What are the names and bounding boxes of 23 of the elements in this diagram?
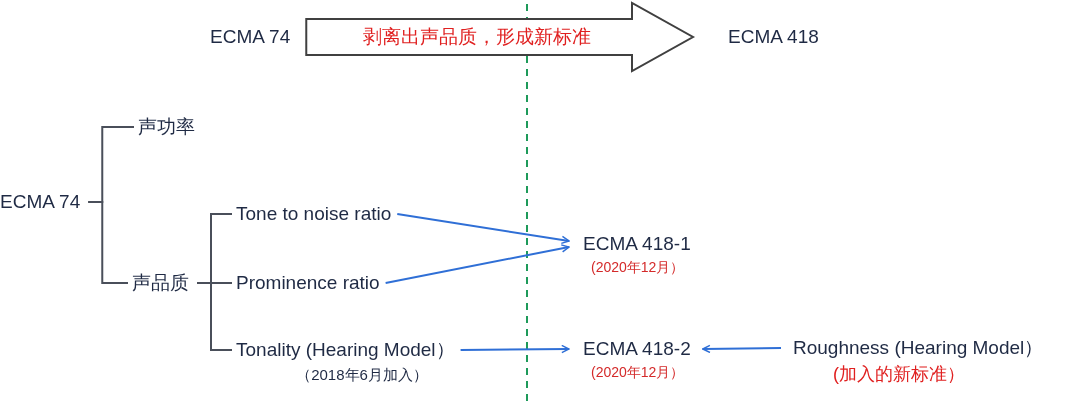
node-label: ECMA 74: [210, 25, 291, 49]
block-arrow: [305, 1, 696, 73]
date-note: (2020年12月）: [591, 258, 686, 276]
node-label: 声品质: [132, 271, 189, 295]
arrow: [396, 213, 570, 245]
arrow: [459, 344, 570, 354]
arrow: [701, 344, 782, 354]
node-label: ECMA 418: [728, 25, 819, 49]
node-label: Tonality (Hearing Model）: [236, 338, 456, 362]
date-note: （2018年6月加入）: [295, 365, 429, 385]
node-label: ECMA 418-1: [583, 232, 691, 256]
tree-bracket: [87, 201, 129, 284]
node-label: ECMA 74: [0, 190, 81, 214]
node-label: Tone to noise ratio: [236, 202, 393, 226]
node-label: 声功率: [138, 115, 195, 139]
node-label: ECMA 418-2: [583, 337, 692, 361]
node-label: Roughness (Hearing Model）: [793, 336, 1044, 360]
date-note: (加入的新标准）: [833, 363, 966, 386]
arrow: [384, 244, 570, 284]
date-note: (2020年12月）: [591, 363, 686, 381]
edge-label: 剥离出声品质，形成新标准: [363, 25, 592, 49]
tree-bracket: [196, 282, 233, 351]
node-label: Prominence ratio: [236, 271, 381, 295]
